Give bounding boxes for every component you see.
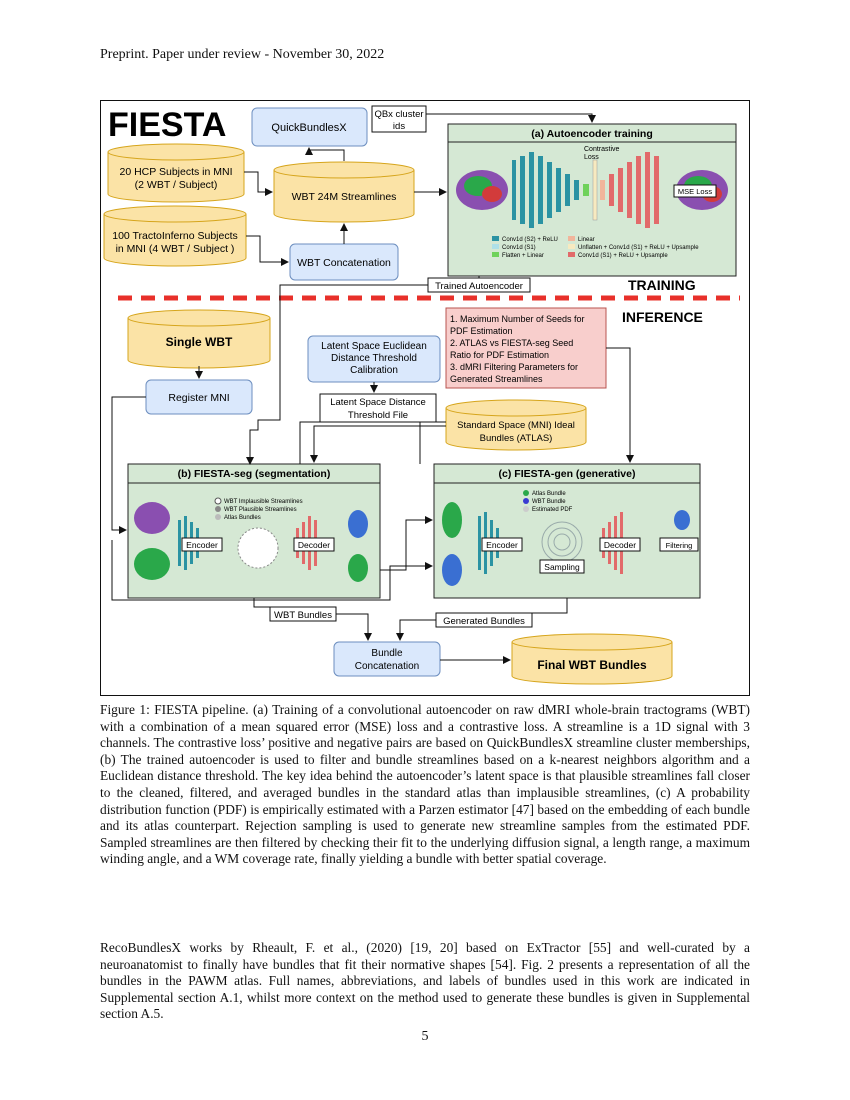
decoder-layers — [609, 152, 659, 228]
ae-legend-5: Unflatten + Conv1d (S1) + ReLU + Upsampl… — [578, 245, 699, 251]
fiesta-pipeline-figure: FIESTA QuickBundlesX QBx cluster ids 20 … — [100, 100, 750, 696]
seg-legend-3: Atlas Bundles — [224, 515, 261, 521]
gen-decoder-label: Decoder — [604, 540, 636, 550]
ae-legend-6: Conv1d (S1) + ReLU + Upsample — [578, 253, 668, 259]
seg-legend-2: WBT Plausible Streamlines — [224, 507, 297, 513]
body-paragraph: RecoBundlesX works by Rheault, F. et al.… — [100, 940, 750, 1022]
flow-arrows — [111, 113, 634, 664]
ae-legend-2: Conv1d (S1) — [502, 245, 536, 251]
atlas-database — [445, 399, 587, 451]
encoder-layers — [512, 152, 579, 228]
threshold-file-box — [319, 393, 437, 423]
pdf-param-3: 2. ATLAS vs FIESTA-seg Seed — [450, 338, 573, 348]
wbt-concatenation-label: WBT Concatenation — [297, 257, 391, 269]
sampling-label: Sampling — [544, 562, 580, 572]
gen-legend-3: Estimated PDF — [532, 507, 573, 513]
wbt-bundles-label: WBT Bundles — [274, 610, 332, 621]
pdf-param-5: 3. dMRI Filtering Parameters for — [450, 362, 578, 372]
tractoinferno-database — [103, 205, 247, 267]
pdf-param-1: 1. Maximum Number of Seeds for — [450, 314, 585, 324]
ae-legend-1: Conv1d (S2) + ReLU — [502, 237, 558, 243]
mse-loss-label: MSE Loss — [678, 187, 712, 196]
contrastive-loss-line1: Contrastive — [584, 146, 620, 153]
autoencoder-legend — [492, 236, 575, 257]
gen-encoder-box — [481, 537, 523, 552]
latent-space-plot — [237, 527, 279, 569]
latent-calibration-line1: Latent Space Euclidean — [321, 341, 427, 352]
tractoinferno-line2: in MNI (4 WBT / Subject ) — [116, 243, 235, 255]
quickbundles-box — [251, 107, 368, 147]
wbt-24m-label: WBT 24M Streamlines — [292, 191, 397, 203]
pdf-param-6: Generated Streamlines — [450, 374, 543, 384]
latent-calibration-line2: Distance Threshold — [331, 353, 417, 364]
fiesta-seg-title: (b) FIESTA-seg (segmentation) — [178, 468, 331, 480]
seg-decoder-box — [293, 537, 335, 552]
ae-legend-3: Flatten + Linear — [502, 253, 544, 259]
gen-legend-2: WBT Bundle — [532, 499, 566, 505]
figure-caption: Figure 1: FIESTA pipeline. (a) Training … — [100, 702, 750, 867]
pdf-param-2: PDF Estimation — [450, 326, 513, 336]
page-number: 5 — [421, 1029, 429, 1044]
seg-encoder-box — [181, 537, 223, 552]
qbx-ids-line1: QBx cluster — [374, 109, 423, 120]
qbx-ids-line2: ids — [393, 121, 405, 132]
hcp-database — [107, 143, 245, 203]
hcp-line2: (2 WBT / Subject) — [135, 179, 218, 191]
fiesta-gen-panel — [433, 463, 701, 599]
hcp-line1: 20 HCP Subjects in MNI — [119, 166, 232, 178]
inference-label: INFERENCE — [622, 309, 703, 325]
pdf-param-4: Ratio for PDF Estimation — [450, 350, 549, 360]
fiesta-gen-title: (c) FIESTA-gen (generative) — [499, 468, 636, 480]
mse-loss-box — [673, 184, 717, 198]
gen-encoder-label: Encoder — [486, 540, 518, 550]
qbx-ids-box — [371, 105, 427, 133]
bundle-concatenation-box — [333, 641, 441, 677]
running-header: Preprint. Paper under review - November … — [100, 47, 385, 62]
final-bundles-label: Final WBT Bundles — [537, 658, 647, 672]
seg-decoder-label: Decoder — [298, 540, 330, 550]
gen-legend-1: Atlas Bundle — [532, 491, 566, 497]
pdf-parameters-box — [445, 307, 607, 389]
trained-autoencoder-label: Trained Autoencoder — [435, 281, 523, 292]
threshold-file-line1: Latent Space Distance — [330, 397, 426, 408]
final-bundles-database — [511, 633, 673, 685]
bundle-concatenation-line1: Bundle — [371, 648, 403, 659]
filtering-label: Filtering — [666, 541, 693, 550]
register-mni-label: Register MNI — [168, 392, 229, 404]
tractoinferno-line1: 100 TractoInferno Subjects — [112, 230, 238, 242]
generated-bundles-label: Generated Bundles — [443, 616, 525, 627]
wbt-24m-database — [273, 161, 415, 223]
single-wbt-label: Single WBT — [166, 335, 233, 349]
filtering-box — [659, 537, 699, 552]
atlas-line2: Bundles (ATLAS) — [480, 433, 553, 444]
latent-calibration-line3: Calibration — [350, 365, 398, 376]
gen-decoder-box — [599, 537, 641, 552]
threshold-file-line2: Threshold File — [348, 410, 408, 421]
sampling-box — [539, 559, 585, 574]
fiesta-logo: FIESTA — [108, 106, 226, 144]
bundle-concatenation-line2: Concatenation — [355, 661, 420, 672]
ae-legend-4: Linear — [578, 237, 595, 243]
contrastive-loss-line2: Loss — [584, 154, 599, 161]
training-label: TRAINING — [628, 277, 696, 293]
autoencoder-title: (a) Autoencoder training — [531, 128, 653, 140]
seg-encoder-label: Encoder — [186, 540, 218, 550]
quickbundles-label: QuickBundlesX — [271, 122, 347, 134]
seg-legend-1: WBT Implausible Streamlines — [224, 499, 303, 505]
atlas-line1: Standard Space (MNI) Ideal — [457, 420, 575, 431]
